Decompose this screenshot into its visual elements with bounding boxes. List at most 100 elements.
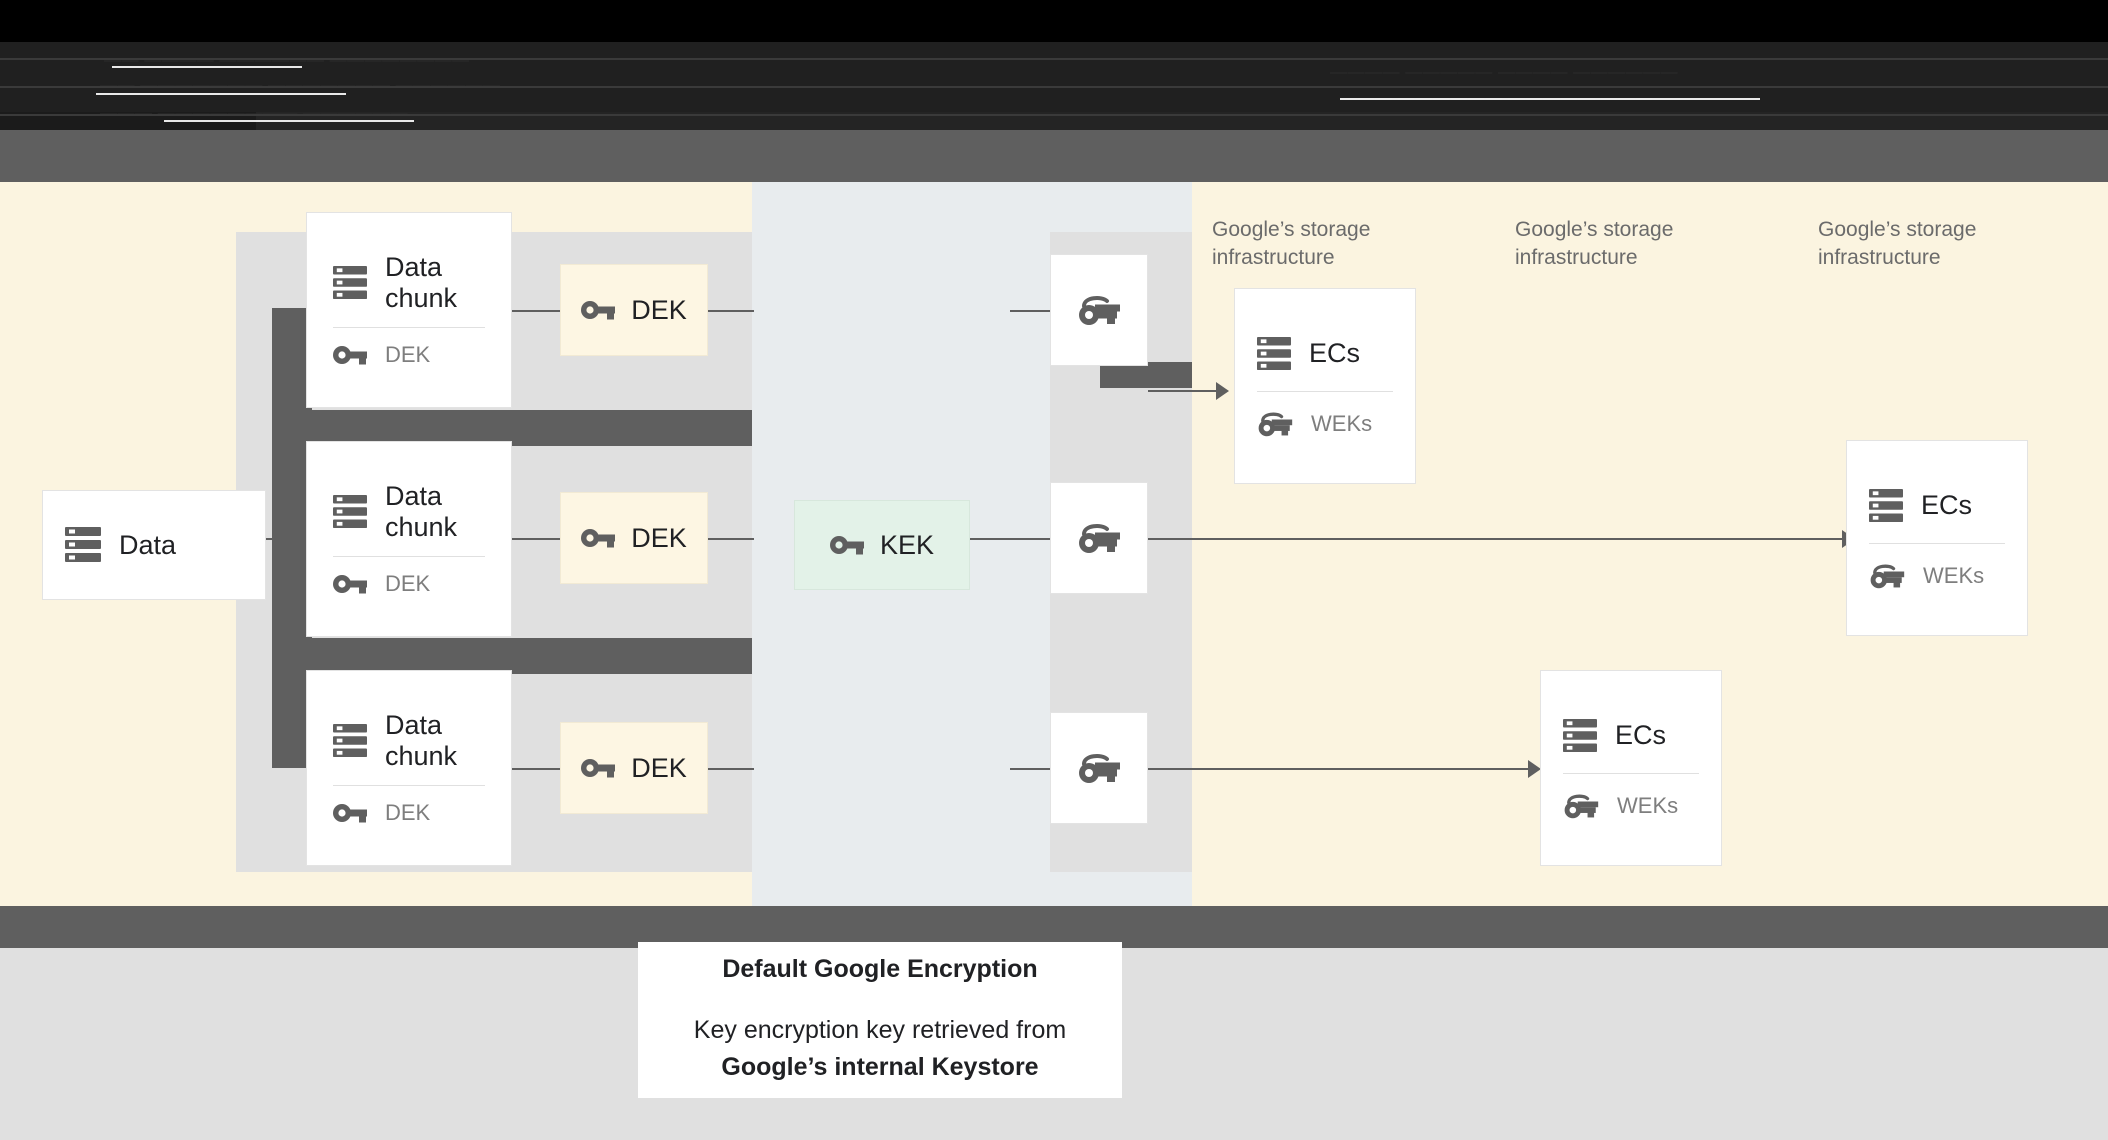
key-icon (333, 803, 367, 823)
wire-chunk2-to-dek2 (512, 538, 560, 540)
ecs-card-row-3: ECs (1541, 717, 1721, 755)
key-icon (333, 345, 367, 365)
kek-label: KEK (879, 529, 935, 560)
dek-label-3: DEK (631, 752, 687, 783)
arrow-line-to-ecs-2 (1148, 538, 1850, 540)
chunk-key-label-2: DEK (385, 570, 431, 596)
wire-data-to-splitter (266, 538, 312, 540)
ecs-card-row-2: ECs (1847, 487, 2027, 525)
key-icon (829, 536, 864, 555)
storage-label-3: Google’s storage infrastructure (1818, 218, 1977, 269)
header-underline-2 (96, 93, 346, 95)
ecs-key-label-1: WEKs (1311, 410, 1373, 436)
wire-dek2-out (708, 538, 754, 540)
ecs-divider-1 (1257, 390, 1393, 392)
ecs-divider-3 (1563, 772, 1699, 774)
wire-chunk1-to-dek1 (512, 310, 560, 312)
arrow-head-to-ecs-1 (1216, 382, 1229, 400)
data-source-card-row: Data (43, 525, 265, 565)
header-rule-1 (0, 58, 2108, 60)
dek-box-3[interactable]: DEK (560, 722, 708, 814)
dek-box-1[interactable]: DEK (560, 264, 708, 356)
data-chunk-card-1[interactable]: Data chunk DEK (306, 212, 512, 408)
wire-kek-to-wrapped-key-2 (970, 538, 1052, 540)
chunk-key-label-1: DEK (385, 341, 431, 367)
ecs-key-row-2: WEKs (1847, 562, 2027, 590)
dek-label-2: DEK (631, 522, 687, 553)
chunk-card-row-3: Data chunk (307, 710, 511, 771)
ecs-card-3[interactable]: ECs WEKs (1540, 670, 1722, 866)
wire-dek3-out (708, 768, 754, 770)
server-icon (333, 265, 367, 299)
chunk-divider-3 (333, 784, 485, 786)
wrapped-key-box-3[interactable] (1050, 712, 1148, 824)
server-icon (1563, 718, 1597, 752)
ecs-key-row-1: WEKs (1235, 410, 1415, 438)
wrapped-key-icon (1564, 794, 1599, 818)
splitter-branch-middle (272, 638, 752, 674)
data-source-card[interactable]: Data (42, 490, 266, 600)
arrow-line-to-ecs-3 (1148, 768, 1536, 770)
storage-label-2: Google’s storage infrastructure (1515, 218, 1674, 269)
chunk-divider-1 (333, 326, 485, 328)
ecs-title-3: ECs (1615, 720, 1667, 751)
ecs-key-row-3: WEKs (1541, 792, 1721, 820)
data-chunk-card-2[interactable]: Data chunk DEK (306, 441, 512, 637)
caption-box: Default Google Encryption Key encryption… (638, 942, 1122, 1098)
header-underline-1 (112, 66, 302, 68)
server-icon (333, 723, 367, 757)
wrapped-key-icon (1079, 754, 1120, 783)
data-chunk-card-3[interactable]: Data chunk DEK (306, 670, 512, 866)
caption-title: Default Google Encryption (722, 955, 1038, 984)
storage-label-1: Google’s storage infrastructure (1212, 218, 1371, 269)
chunk-card-row-1: Data chunk (307, 252, 511, 313)
caption-body-line1: Key encryption key retrieved from (693, 1016, 1067, 1045)
ecs-key-label-2: WEKs (1923, 562, 1985, 588)
wire-to-wrapped-key-3 (1010, 768, 1052, 770)
chunk-key-row-3: DEK (307, 800, 511, 826)
header-text-line-2: —— ——————— ——————— —————— (100, 75, 501, 94)
ecs-title-2: ECs (1921, 490, 1973, 521)
wrapped-key-box-2[interactable] (1050, 482, 1148, 594)
data-source-title: Data (119, 529, 177, 560)
key-icon (581, 529, 616, 548)
overlay-artifact-bar (1100, 362, 1192, 388)
server-icon (1257, 336, 1291, 370)
kek-box[interactable]: KEK (794, 500, 970, 590)
chunk-key-row-2: DEK (307, 571, 511, 597)
ecs-card-2[interactable]: ECs WEKs (1846, 440, 2028, 636)
chunk-title-2: Data chunk (385, 481, 458, 542)
wire-chunk3-to-dek3 (512, 768, 560, 770)
wire-dek1-out (708, 310, 754, 312)
wrapped-key-icon (1079, 296, 1120, 325)
header-underline-4 (1340, 98, 1760, 100)
key-icon (581, 759, 616, 778)
wire-to-wrapped-key-1 (1010, 310, 1052, 312)
chunk-divider-2 (333, 555, 485, 557)
ecs-card-1[interactable]: ECs WEKs (1234, 288, 1416, 484)
chunk-card-row-2: Data chunk (307, 481, 511, 542)
chunk-title-1: Data chunk (385, 252, 458, 313)
page-header-band-lower (0, 112, 2108, 130)
server-icon (1869, 488, 1903, 522)
page-header-band (0, 42, 2108, 112)
server-icon (333, 494, 367, 528)
dek-box-2[interactable]: DEK (560, 492, 708, 584)
caption-body-line2: Google’s internal Keystore (721, 1052, 1039, 1081)
wrapped-key-icon (1258, 412, 1293, 436)
header-underline-3 (164, 120, 414, 122)
splitter-branch-top (272, 410, 752, 446)
header-rule-3 (0, 114, 2108, 116)
page-header-band-strip (0, 112, 256, 130)
server-icon (65, 527, 101, 562)
wrapped-key-icon (1079, 524, 1120, 553)
header-text-right-line-2: ——— —————— ————— ——— (1340, 88, 1653, 108)
key-icon (333, 574, 367, 594)
header-text-line-3: ——— ———————— —————— (100, 103, 408, 122)
wrapped-key-box-1[interactable] (1050, 254, 1148, 366)
header-text-right-line-1: ———— ————— ———— —————— (1330, 62, 1679, 81)
key-icon (581, 301, 616, 320)
ecs-key-label-3: WEKs (1617, 792, 1679, 818)
chunk-key-label-3: DEK (385, 799, 431, 825)
